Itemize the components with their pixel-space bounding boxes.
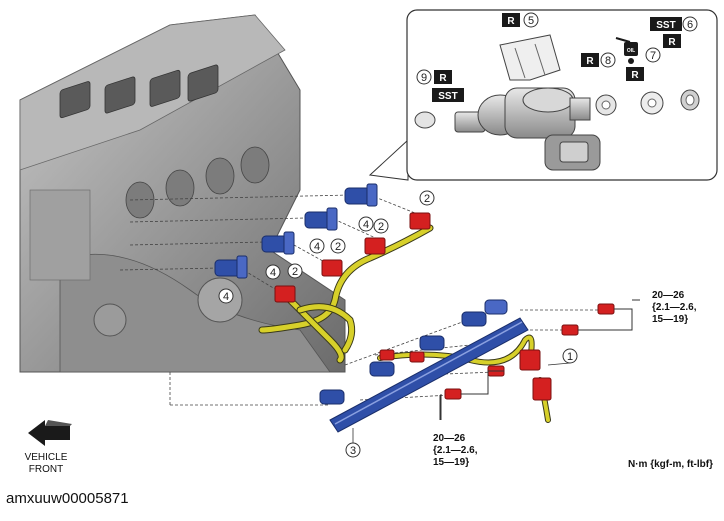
rail-connectors [379, 349, 552, 401]
callout-9 [416, 69, 432, 85]
fuel-rail [329, 317, 529, 433]
callout-9-label: 9 [421, 72, 427, 84]
vehicle-front-arrow-icon [28, 420, 72, 446]
replace-badge-7 [626, 67, 644, 81]
callout-7 [645, 47, 661, 63]
callout-2d [287, 263, 303, 279]
callout-4a [358, 216, 374, 232]
injector-4 [214, 255, 248, 279]
replace-badge-9-text: R [439, 73, 447, 84]
wiring-harness-upper [258, 224, 434, 364]
callout-4c-label: 4 [270, 267, 276, 279]
replace-badge-5 [502, 13, 520, 27]
callout-2d-label: 2 [292, 266, 298, 278]
seal-parts [414, 89, 700, 129]
callout-4d-label: 4 [223, 291, 229, 303]
injector-3 [261, 231, 295, 255]
sst-badge-9 [432, 88, 464, 102]
image-id-caption: amxuuw00005871 [6, 490, 129, 507]
callout-2b [373, 218, 389, 234]
injectors-on-rail [319, 299, 508, 405]
callout-2c [330, 238, 346, 254]
svg-text:15—19}: 15—19} [433, 457, 469, 468]
callout-3-label: 3 [350, 445, 356, 457]
callout-5 [523, 12, 539, 28]
callout-4a-label: 4 [363, 219, 369, 231]
vehicle-front-label-1: VEHICLE [25, 452, 68, 463]
replace-badge-7-text: R [631, 70, 639, 81]
injector-2 [304, 207, 338, 231]
callout-4c [265, 264, 281, 280]
replace-badge-9 [434, 70, 452, 84]
callout-2a [419, 190, 435, 206]
callout-8 [600, 52, 616, 68]
torque-spec-lower: 20—26 {2.1—2.6, 15—19} [433, 433, 478, 468]
callout-4b [309, 238, 325, 254]
oil-can-icon: OIL [615, 37, 638, 64]
units-label: N·m {kgf-m, ft-lbf} [628, 459, 713, 470]
sst-badge-6 [650, 17, 682, 31]
callout-1-label: 1 [567, 351, 573, 363]
engine-block [19, 14, 346, 373]
svg-text:20—26: 20—26 [433, 433, 466, 444]
callout-6-label: 6 [687, 19, 693, 31]
callout-2a-label: 2 [424, 193, 430, 205]
torque-spec-upper: 20—26 {2.1—2.6, 15—19} [652, 290, 697, 325]
replace-badge-6-text: R [668, 37, 676, 48]
callout-4b-label: 4 [314, 241, 320, 253]
svg-text:{2.1—2.6,: {2.1—2.6, [652, 302, 697, 313]
svg-text:OIL: OIL [627, 48, 635, 54]
callout-8-label: 8 [605, 55, 611, 67]
injector-detail [454, 34, 601, 171]
torque-brackets [439, 299, 640, 420]
replace-badge-8 [581, 53, 599, 67]
svg-text:{2.1—2.6,: {2.1—2.6, [433, 445, 478, 456]
replace-badge-6 [663, 34, 681, 48]
main-callouts: 2 4 2 4 2 4 2 4 1 3 [218, 190, 578, 458]
callout-2b-label: 2 [378, 221, 384, 233]
replace-badge-8-text: R [586, 56, 594, 67]
callout-4d [218, 288, 234, 304]
replace-badge-5-text: R [507, 16, 515, 27]
callout-2c-label: 2 [335, 241, 341, 253]
injectors-installed [214, 183, 378, 279]
callout-6 [682, 16, 698, 32]
svg-text:20—26: 20—26 [652, 290, 685, 301]
sst-badge-6-text: SST [656, 20, 675, 31]
vehicle-front-label-2: FRONT [29, 464, 63, 475]
sst-badge-9-text: SST [438, 91, 457, 102]
injector-connectors [274, 212, 431, 303]
injector-1 [344, 183, 378, 207]
callout-7-label: 7 [650, 50, 656, 62]
callout-5-label: 5 [528, 15, 534, 27]
svg-text:15—19}: 15—19} [652, 314, 688, 325]
injector-detail-box: R 5 9 R SST R 8 OIL 7 R SST 6 R [368, 9, 718, 181]
